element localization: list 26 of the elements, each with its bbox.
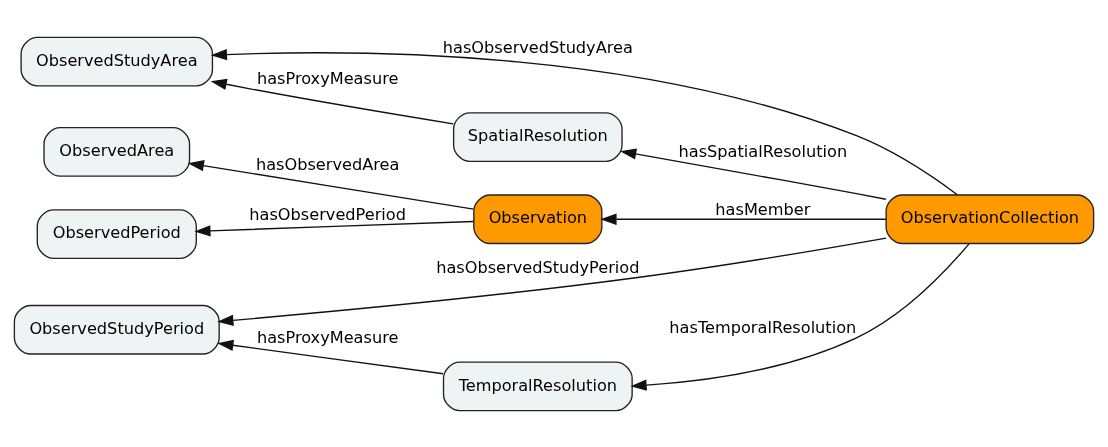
edge-label: hasObservedArea [255,154,400,174]
node-box: ObservedStudyArea [20,36,214,87]
node-box: TemporalResolution [442,360,633,411]
edge-label: hasMember [715,199,811,219]
edge-label: hasObservedStudyArea [442,37,633,57]
arrow [187,159,475,210]
arrow [210,78,454,125]
arrow [210,48,958,195]
node-box: Observation [473,193,603,244]
arrow [630,242,970,391]
edge-label: hasSpatialResolution [678,141,848,161]
arrow [620,147,887,200]
edge-label: hasObservedStudyPeriod [436,257,640,277]
node-box: ObservedArea [43,126,191,177]
arrow [217,236,887,326]
node-box: ObservedPeriod [36,208,197,259]
edge-label: hasTemporalResolution [669,317,857,337]
arrow [600,213,887,225]
arrow [217,339,444,374]
edge-label: hasProxyMeasure [256,327,399,347]
edge-label: hasObservedPeriod [249,204,406,224]
node-box: SpatialResolution [452,111,623,162]
node-box: ObservedStudyPeriod [13,304,220,355]
arrow [194,220,475,236]
node-box: ObservationCollection [885,193,1095,244]
edge-label: hasProxyMeasure [256,68,399,88]
